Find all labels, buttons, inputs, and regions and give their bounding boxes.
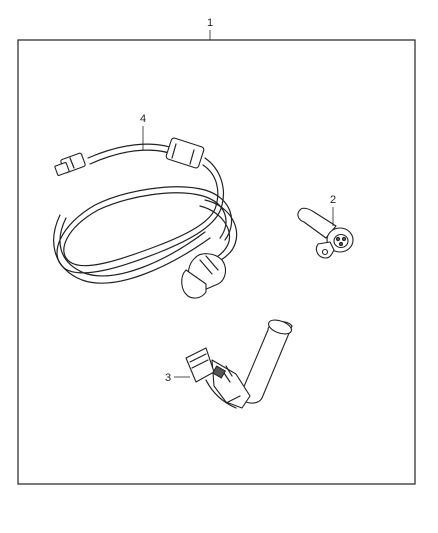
callout-3: 3 bbox=[165, 372, 171, 384]
sensor-part-3 bbox=[185, 319, 293, 409]
sensor-part-2 bbox=[297, 207, 354, 259]
callout-1: 1 bbox=[207, 17, 213, 29]
callout-4: 4 bbox=[140, 113, 146, 125]
kit-frame bbox=[17, 39, 416, 485]
callout-2: 2 bbox=[330, 194, 336, 206]
wiring-harness bbox=[53, 137, 238, 299]
